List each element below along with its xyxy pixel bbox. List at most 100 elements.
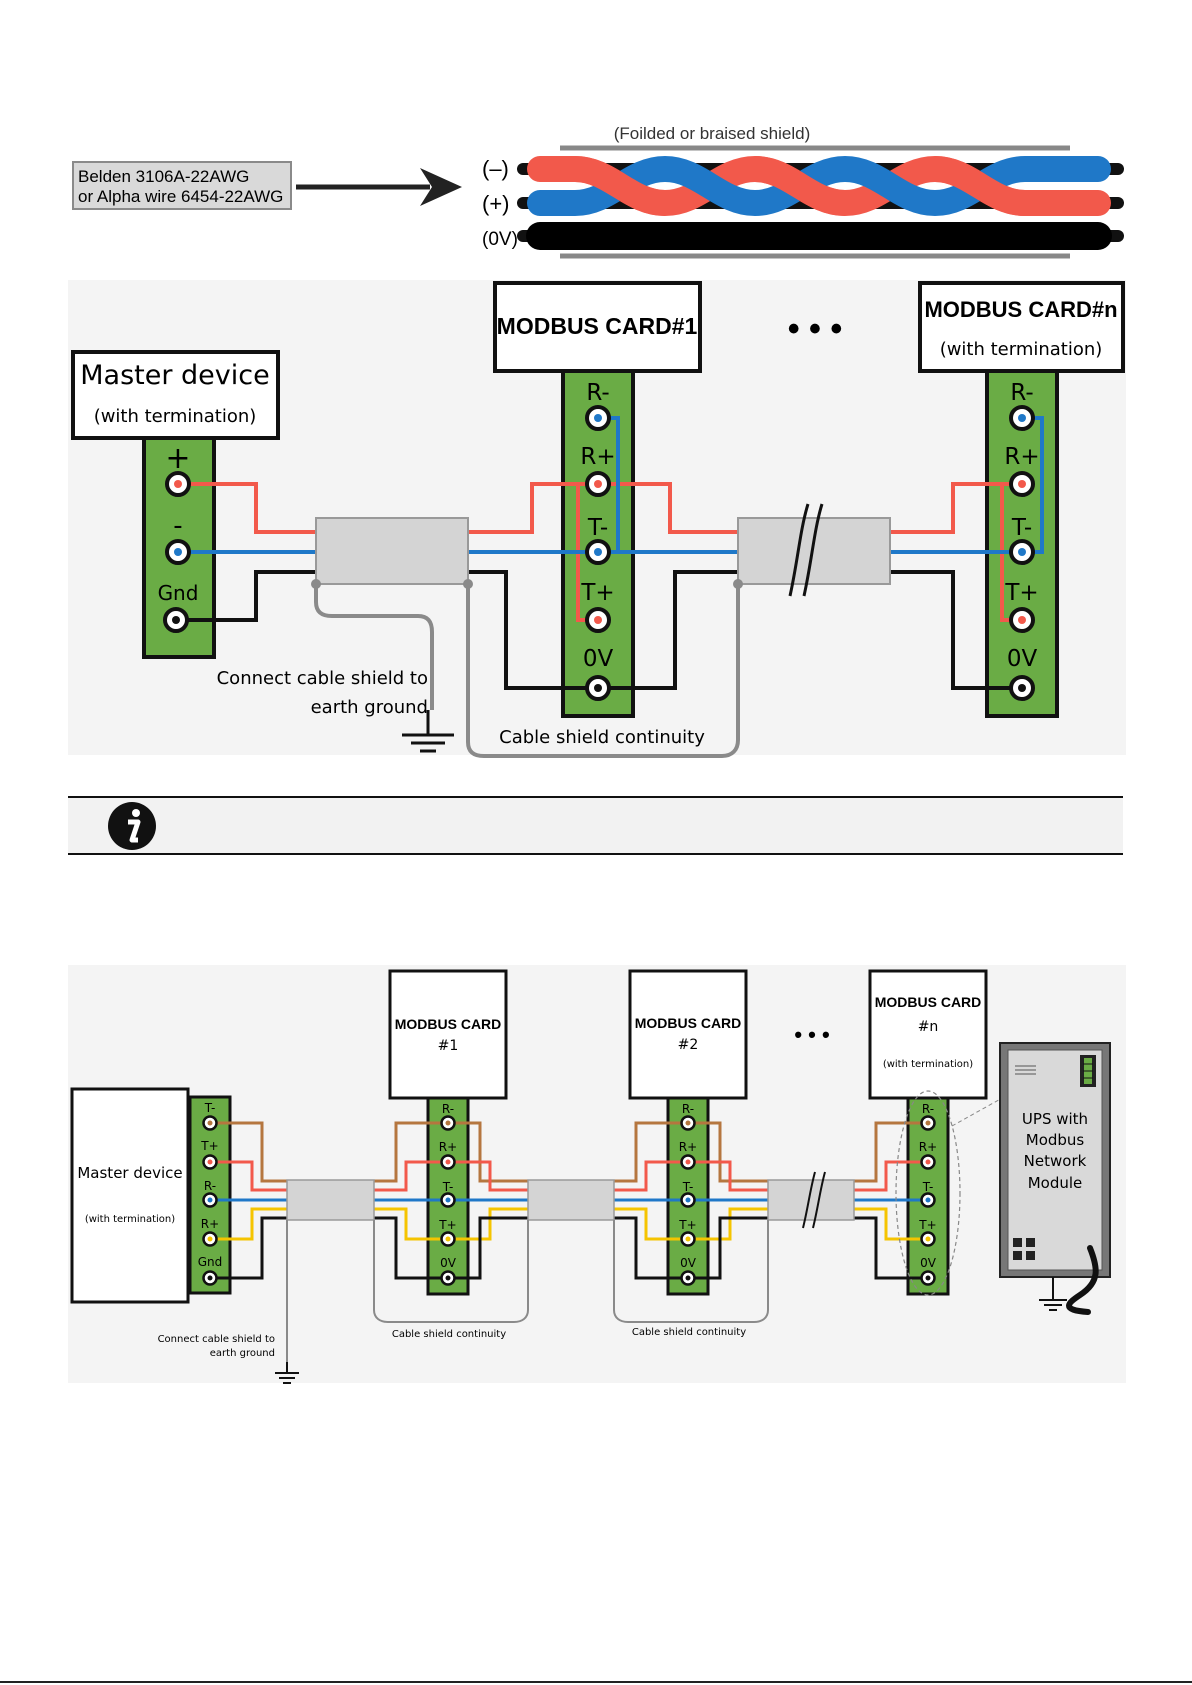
fw-continuity-label-2: Cable shield continuity (632, 1327, 746, 1338)
card-1-term-t-plus: T+ (580, 580, 614, 606)
fw-leader-line (951, 1052, 1084, 1127)
fw-master-title: Master device (77, 1164, 182, 1182)
wire-plus-label: (+) (482, 191, 510, 216)
fw-card-1-box (388, 969, 508, 1100)
fw-card-n-title: MODBUS CARD (875, 994, 982, 1010)
fw-card-1-term-r-plus: R+ (439, 1140, 457, 1154)
fw-card-2-term-r-plus: R+ (679, 1140, 697, 1154)
fw-master-term-t-minus: T- (204, 1101, 216, 1115)
twisted-wire-red-over (573, 156, 1027, 216)
ups-module: UPS with Modbus Network Module (999, 1042, 1111, 1315)
shield-node (463, 579, 473, 589)
fw-continuity-label-1: Cable shield continuity (392, 1329, 506, 1340)
fw-master-term-r-minus: R- (204, 1179, 216, 1193)
connector-icon (1080, 1055, 1096, 1087)
cable-spec-line1: Belden 3106A-22AWG (78, 167, 249, 186)
wire-minus-label: (–) (482, 156, 509, 181)
fw-card-n-box (868, 969, 988, 1100)
fw-ground-note-line2: earth ground (210, 1348, 275, 1359)
cable-spec-box (72, 161, 292, 210)
shield-node (311, 579, 321, 589)
modbus-card-n-subtitle: (with termination) (940, 339, 1103, 360)
fw-shield-box-1 (286, 1179, 375, 1221)
ups-line1: UPS with (1022, 1110, 1088, 1128)
master-term-gnd: Gnd (158, 581, 199, 605)
cable-break-icon (788, 503, 824, 597)
fw-card-n-term-0v: 0V (920, 1256, 937, 1270)
fw-ground-note-line1: Connect cable shield to (158, 1334, 275, 1345)
fw-card-n-number: #n (918, 1019, 939, 1035)
fw-card-1-term-0v: 0V (440, 1256, 457, 1270)
shield-drain-wire (314, 584, 434, 710)
fw-card-terminal-labels: R- R+ T- T+ 0V R- R+ T- T+ 0V R- R+ T- T… (438, 1102, 937, 1270)
fw-card-2-term-0v: 0V (680, 1256, 697, 1270)
fw-cable-break-icon (802, 1171, 826, 1229)
ground-note-line2: earth ground (311, 697, 428, 718)
fw-highlight-ellipse (895, 1090, 961, 1296)
two-wire-diagram: Master device (with termination) + - Gnd… (68, 280, 1126, 758)
ups-line3: Network (1024, 1152, 1087, 1170)
fw-card-2-term-t-plus: T+ (678, 1218, 696, 1232)
card-1-term-t-minus: T- (587, 515, 608, 541)
fw-card-1-term-t-minus: T- (442, 1180, 454, 1194)
fw-shield-box-2 (527, 1179, 615, 1221)
fw-earth-ground-icon (275, 1362, 299, 1384)
fw-card-1-number: #1 (438, 1038, 459, 1054)
fw-master-device-box (70, 1087, 190, 1304)
fw-card-1-title: MODBUS CARD (395, 1016, 502, 1032)
fw-card-1-term-t-plus: T+ (438, 1218, 456, 1232)
note-background (68, 797, 1123, 854)
earth-ground-icon (402, 710, 454, 753)
card-1-term-0v: 0V (583, 646, 614, 672)
card-n-term-t-plus: T+ (1004, 580, 1038, 606)
button-grid-icon (1013, 1238, 1035, 1260)
fw-continuity-wire-1 (373, 1220, 529, 1323)
wire-0v-label: (0V) (482, 229, 518, 250)
fw-card-2-title: MODBUS CARD (635, 1015, 742, 1031)
fw-card-1-term-r-minus: R- (442, 1102, 454, 1116)
card-n-term-r-minus: R- (1010, 380, 1033, 406)
fw-card-n-term-r-minus: R- (922, 1102, 934, 1116)
info-icon (108, 802, 156, 850)
ups-ground-icon (1039, 1277, 1067, 1311)
cable-section: Belden 3106A-22AWG or Alpha wire 6454-22… (72, 124, 1124, 259)
modbus-card-1-box (493, 281, 702, 373)
fw-card-n-term-t-minus: T- (922, 1180, 934, 1194)
shield-label: (Foilded or braised shield) (614, 124, 811, 143)
modbus-card-n-box (918, 281, 1125, 373)
fw-card-2-term-t-minus: T- (682, 1180, 694, 1194)
fw-card-2-term-r-minus: R- (682, 1102, 694, 1116)
master-term-minus: - (173, 511, 182, 541)
modbus-card-1-title: MODBUS CARD#1 (497, 313, 698, 339)
two-wire-ellipsis: • • • (788, 310, 843, 348)
fw-ellipsis: • • • (794, 1022, 829, 1047)
card-n-term-0v: 0V (1007, 646, 1038, 672)
continuity-label: Cable shield continuity (499, 727, 705, 748)
note-bar (68, 796, 1123, 855)
card-1-term-r-plus: R+ (580, 444, 615, 470)
card-n-term-t-minus: T- (1011, 515, 1032, 541)
ups-line2: Modbus (1026, 1131, 1085, 1149)
fw-master-term-t-plus: T+ (200, 1139, 218, 1153)
four-wire-diagram: Master device (with termination) T- T+ R… (68, 965, 1126, 1384)
fw-master-term-r-plus: R+ (201, 1217, 219, 1231)
shield-box-2 (737, 517, 891, 585)
fw-card-2-box (628, 969, 748, 1100)
fw-continuity-wire-2 (613, 1220, 769, 1323)
fw-master-subtitle: (with termination) (85, 1214, 175, 1225)
terminal-screws (163, 405, 1035, 701)
shield-continuity-wire (466, 584, 740, 758)
modbus-card-n-title: MODBUS CARD#n (924, 297, 1117, 322)
cable-spec-line2: or Alpha wire 6454-22AWG (78, 187, 283, 206)
fw-card-n-subtitle: (with termination) (883, 1059, 973, 1070)
card-n-term-r-plus: R+ (1004, 444, 1039, 470)
fw-terminal-screws (202, 1115, 936, 1286)
fw-card-2-number: #2 (678, 1037, 699, 1053)
fw-card-n-term-t-plus: T+ (918, 1218, 936, 1232)
shield-node (733, 579, 743, 589)
fw-master-term-gnd: Gnd (198, 1255, 223, 1269)
shield-box-1 (315, 517, 469, 585)
master-term-plus: + (165, 441, 190, 476)
fw-card-n-term-r-plus: R+ (919, 1140, 937, 1154)
